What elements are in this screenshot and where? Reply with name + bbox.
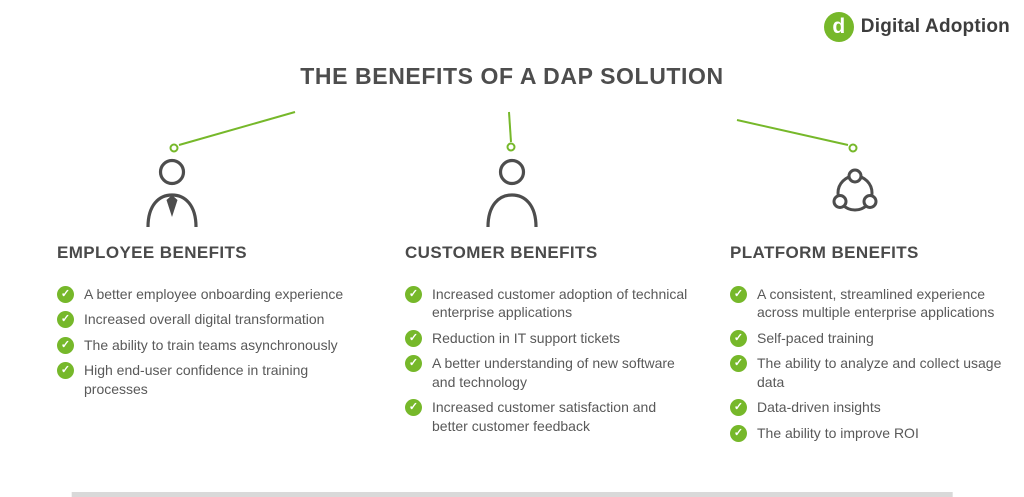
list-item: ✓ A better understanding of new software … (405, 354, 690, 391)
list-item: ✓ A better employee onboarding experience (57, 285, 362, 303)
benefit-text: Reduction in IT support tickets (432, 329, 621, 346)
checkmark-icon: ✓ (57, 311, 74, 329)
list-item: ✓ The ability to analyze and collect usag… (730, 354, 1017, 391)
checkmark-icon: ✓ (57, 336, 74, 354)
benefit-text: The ability to analyze and collect usage… (757, 355, 1002, 390)
checkmark-icon: ✓ (57, 362, 74, 380)
checkmark-icon: ✓ (57, 286, 74, 303)
list-item: ✓ Increased customer satisfaction and bet… (405, 398, 690, 435)
customer-icon (483, 157, 541, 234)
customer-benefits-column: CUSTOMER BENEFITS ✓ Increased customer ad… (405, 243, 690, 442)
checkmark-icon: ✓ (405, 399, 422, 417)
benefit-text: Self-paced training (757, 329, 874, 346)
footer-edge (71, 492, 953, 497)
list-item: ✓ Increased customer adoption of technica… (405, 285, 690, 322)
employee-benefit-list: ✓ A better employee onboarding experience… (57, 285, 362, 398)
checkmark-icon: ✓ (730, 399, 747, 417)
connector-dot-left (169, 143, 179, 153)
benefit-text: A better understanding of new software a… (432, 355, 675, 390)
list-item: ✓ Data-driven insights (730, 398, 1017, 417)
list-item: ✓ Self-paced training (730, 329, 1017, 347)
brand-name: Digital Adoption (860, 16, 1010, 37)
list-item: ✓ Increased overall digital transformatio… (57, 310, 362, 329)
list-item: ✓ The ability to improve ROI (730, 424, 1017, 442)
benefit-text: A consistent, streamlined experience acr… (757, 286, 995, 321)
platform-benefits-column: PLATFORM BENEFITS ✓ A consistent, streaml… (730, 243, 1017, 449)
page-title: THE BENEFITS OF A DAP SOLUTION (300, 63, 724, 89)
platform-icon (826, 160, 884, 227)
checkmark-icon: ✓ (730, 286, 747, 303)
benefit-text: High end-user confidence in training pro… (84, 362, 309, 397)
checkmark-icon: ✓ (730, 424, 747, 442)
benefit-text: The ability to train teams asynchronousl… (84, 336, 338, 353)
platform-benefit-list: ✓ A consistent, streamlined experience ac… (730, 285, 1017, 442)
list-item: ✓ A consistent, streamlined experience ac… (730, 285, 1017, 322)
checkmark-icon: ✓ (405, 355, 422, 373)
employee-benefits-column: EMPLOYEE BENEFITS ✓ A better employee onb… (57, 243, 362, 405)
checkmark-icon: ✓ (405, 286, 422, 303)
benefit-text: The ability to improve ROI (757, 424, 919, 441)
connector-dot-middle (506, 142, 516, 152)
employee-icon (143, 157, 201, 234)
brand-logo: d Digital Adoption (823, 12, 1010, 42)
benefit-text: Data-driven insights (757, 399, 881, 416)
customer-benefit-list: ✓ Increased customer adoption of technica… (405, 285, 690, 435)
benefit-text: Increased customer adoption of technical… (432, 286, 688, 321)
column-heading-employee: EMPLOYEE BENEFITS (57, 243, 248, 262)
benefit-text: Increased customer satisfaction and bett… (432, 399, 657, 434)
checkmark-icon: ✓ (730, 355, 747, 373)
benefit-text: A better employee onboarding experience (84, 286, 344, 302)
column-heading-platform: PLATFORM BENEFITS (730, 243, 919, 262)
checkmark-icon: ✓ (405, 329, 422, 347)
list-item: ✓ The ability to train teams asynchronous… (57, 336, 362, 354)
list-item: ✓ High end-user confidence in training pr… (57, 361, 362, 398)
list-item: ✓ Reduction in IT support tickets (405, 329, 690, 347)
column-heading-customer: CUSTOMER BENEFITS (405, 243, 598, 262)
benefit-text: Increased overall digital transformation (84, 311, 325, 328)
connector-dot-right (848, 143, 858, 153)
checkmark-icon: ✓ (730, 329, 747, 347)
digital-adoption-logo-icon: d (823, 12, 854, 42)
